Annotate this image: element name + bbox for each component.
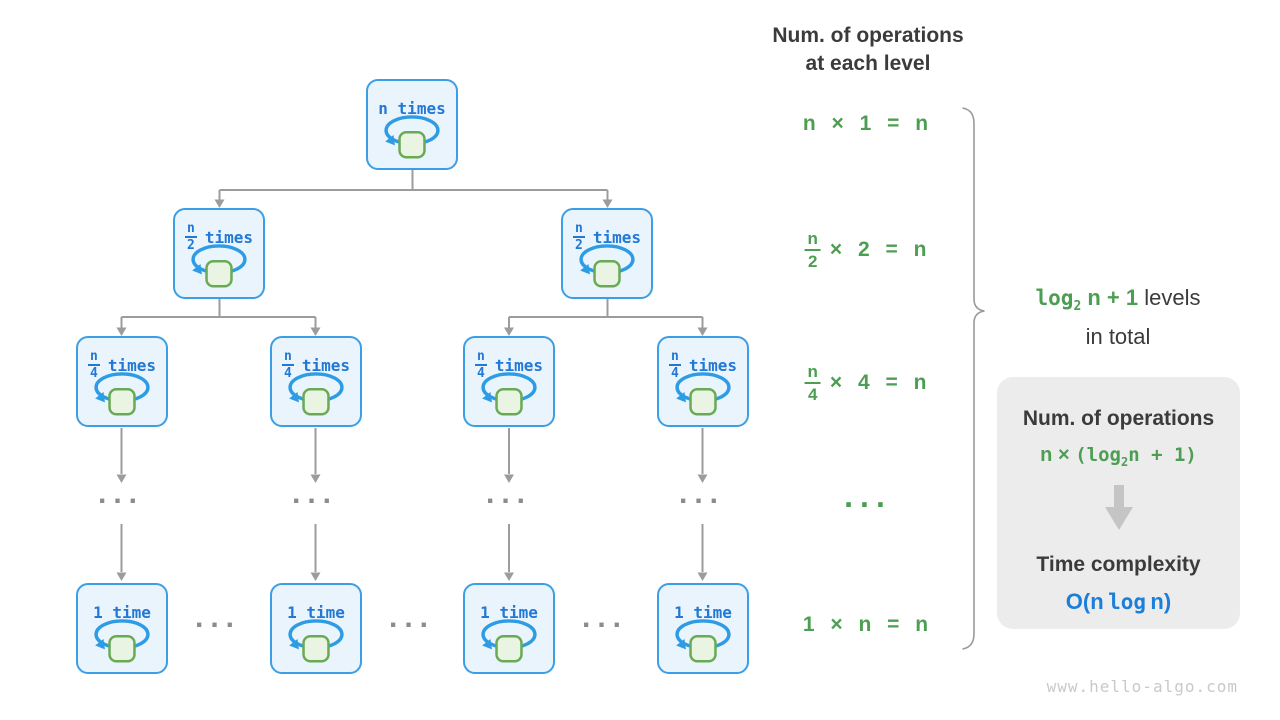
ops-row-level4: 1 × n = n bbox=[802, 613, 934, 636]
ops-header-line2: at each level bbox=[805, 52, 931, 75]
node-label: n times bbox=[368, 88, 456, 128]
tree-node-quarter-2: n 4 times bbox=[270, 336, 362, 427]
ellipsis-column-2: ... bbox=[291, 477, 339, 510]
ellipsis-column-3: ... bbox=[485, 477, 533, 510]
ellipsis-leafgap-1: ... bbox=[194, 601, 242, 634]
tree-node-leaf-4: 1 time bbox=[657, 583, 749, 674]
node-label: 1 time bbox=[465, 592, 553, 632]
ellipsis-column-1: ... bbox=[97, 477, 145, 510]
tree-node-half-right: n 2 times bbox=[561, 208, 653, 299]
tree-node-quarter-3: n 4 times bbox=[463, 336, 555, 427]
node-label-text: n times bbox=[378, 98, 446, 118]
ops-column-header: Num. of operations at each level bbox=[728, 22, 1008, 78]
levels-line1: log2 n + 1 levels bbox=[1035, 285, 1201, 315]
loop-icon bbox=[91, 372, 153, 425]
tree-node-leaf-3: 1 time bbox=[463, 583, 555, 674]
node-label: n 4 times bbox=[78, 345, 166, 385]
loop-icon bbox=[285, 619, 347, 672]
loop-icon bbox=[91, 619, 153, 672]
panel-title: Num. of operations bbox=[1022, 407, 1215, 430]
panel-result: O(n log n) bbox=[1065, 589, 1172, 614]
node-label: n 2 times bbox=[175, 217, 263, 257]
tree-node-half-left: n 2 times bbox=[173, 208, 265, 299]
fraction: n 2 bbox=[804, 230, 821, 270]
tree-node-quarter-1: n 4 times bbox=[76, 336, 168, 427]
node-label-text: times bbox=[494, 355, 543, 375]
fraction: n 4 bbox=[282, 349, 294, 381]
ops-row-level1: n × 1 = n bbox=[802, 112, 934, 135]
loop-icon bbox=[285, 372, 347, 425]
node-label-text: 1 time bbox=[674, 602, 732, 622]
node-label-text: times bbox=[204, 227, 253, 247]
node-label: n 2 times bbox=[563, 217, 651, 257]
node-label-text: times bbox=[688, 355, 737, 375]
node-label: n 4 times bbox=[659, 345, 747, 385]
ellipsis-leafgap-2: ... bbox=[388, 601, 436, 634]
levels-brace bbox=[962, 107, 985, 650]
ops-header-line1: Num. of operations bbox=[772, 24, 964, 47]
tree-node-root: n times bbox=[366, 79, 458, 170]
fraction: n 2 bbox=[573, 221, 585, 253]
ops-row-level2: n 2 × 2 = n bbox=[804, 230, 932, 270]
down-arrow-icon bbox=[1104, 485, 1133, 530]
ops-row-level3: n 4 × 4 = n bbox=[804, 363, 932, 403]
tree-node-leaf-2: 1 time bbox=[270, 583, 362, 674]
node-label-text: times bbox=[592, 227, 641, 247]
ops-ellipsis: ... bbox=[844, 478, 892, 514]
fraction: n 2 bbox=[185, 221, 197, 253]
node-label: n 4 times bbox=[272, 345, 360, 385]
node-label: 1 time bbox=[78, 592, 166, 632]
loop-icon bbox=[381, 115, 443, 168]
node-label-text: times bbox=[107, 355, 156, 375]
node-label-text: 1 time bbox=[287, 602, 345, 622]
ellipsis-column-4: ... bbox=[678, 477, 726, 510]
tree-node-quarter-4: n 4 times bbox=[657, 336, 749, 427]
fraction: n 4 bbox=[804, 363, 821, 403]
node-label-text: 1 time bbox=[480, 602, 538, 622]
loop-icon bbox=[478, 619, 540, 672]
fraction: n 4 bbox=[88, 349, 100, 381]
arrowheads bbox=[116, 199, 708, 581]
loop-icon bbox=[188, 244, 250, 297]
panel-subtitle: Time complexity bbox=[1036, 553, 1201, 576]
node-label-text: 1 time bbox=[93, 602, 151, 622]
loop-icon bbox=[672, 619, 734, 672]
summary-panel: Num. of operations n × (log2n + 1) Time … bbox=[997, 377, 1240, 629]
node-label: n 4 times bbox=[465, 345, 553, 385]
fraction: n 4 bbox=[475, 349, 487, 381]
node-label: 1 time bbox=[272, 592, 360, 632]
levels-line2: in total bbox=[1085, 324, 1151, 350]
node-label-text: times bbox=[301, 355, 350, 375]
levels-total-label: log2 n + 1 levels in total bbox=[988, 283, 1248, 352]
fraction: n 4 bbox=[669, 349, 681, 381]
loop-icon bbox=[478, 372, 540, 425]
panel-formula: n × (log2n + 1) bbox=[1040, 444, 1197, 469]
ellipsis-leafgap-3: ... bbox=[581, 601, 629, 634]
node-label: 1 time bbox=[659, 592, 747, 632]
loop-icon bbox=[576, 244, 638, 297]
tree-node-leaf-1: 1 time bbox=[76, 583, 168, 674]
watermark: www.hello-algo.com bbox=[1046, 677, 1238, 696]
loop-icon bbox=[672, 372, 734, 425]
